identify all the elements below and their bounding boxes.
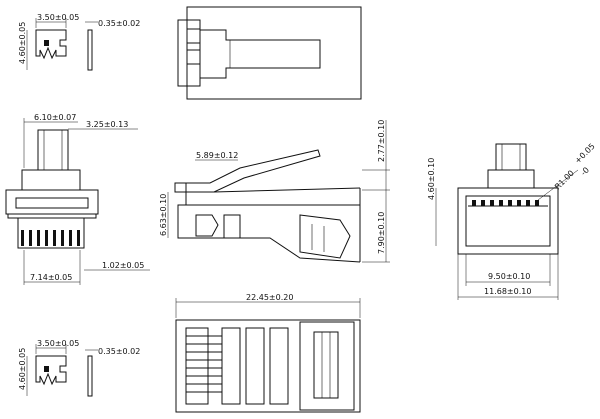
- dim-top-left-height: 4.60±0.05: [18, 22, 27, 64]
- contact-detail-bottom: 3.50±0.05 4.60±0.05 0.35±0.02: [18, 339, 140, 397]
- side-view: 5.89±0.12 6.63±0.10 2.77±0.10 7.90±0.10: [159, 120, 390, 263]
- dim-end-height: 4.60±0.10: [427, 158, 436, 200]
- dim-end-radius: R1.00: [553, 169, 576, 192]
- dim-end-outer-width: 11.68±0.10: [484, 287, 531, 296]
- dim-bottom-left-contact: 0.35±0.02: [98, 347, 140, 356]
- dim-side-latch: 5.89±0.12: [196, 151, 238, 160]
- bottom-view: 22.45±0.20: [175, 293, 361, 413]
- dim-top-left-width: 3.50±0.05: [37, 13, 79, 22]
- end-view: 4.60±0.10 R1.00 +0.05 -0 9.50±0.10 11.68…: [427, 142, 597, 300]
- dim-front-bottom-width: 7.14±0.05: [30, 273, 72, 282]
- dim-bottom-length: 22.45±0.20: [246, 293, 293, 302]
- dim-end-tol-plus: +0.05: [573, 142, 597, 166]
- dim-front-pin-pitch: 1.02±0.05: [102, 261, 144, 270]
- dim-bottom-left-width: 3.50±0.05: [37, 339, 79, 348]
- front-pins: [17, 217, 85, 249]
- dim-end-inner-width: 9.50±0.10: [488, 272, 530, 281]
- dim-front-top-width: 6.10±0.07: [34, 113, 76, 122]
- end-contacts: [472, 200, 539, 206]
- dim-front-tab-width: 3.25±0.13: [86, 120, 128, 129]
- dim-side-height: 6.63±0.10: [159, 194, 168, 236]
- dim-bottom-left-height: 4.60±0.05: [18, 348, 27, 390]
- top-view: [177, 6, 362, 100]
- dim-top-left-contact: 0.35±0.02: [98, 19, 140, 28]
- front-view: 6.10±0.07 3.25±0.13 7.14±0.05 1.02±0.05: [5, 113, 150, 285]
- dim-side-right-bottom: 7.90±0.10: [377, 212, 386, 254]
- contact-detail-top: 3.50±0.05 4.60±0.05 0.35±0.02: [18, 13, 140, 71]
- bottom-contacts: [186, 335, 222, 393]
- dim-end-tol-minus: -0: [579, 165, 591, 177]
- dim-side-right-top: 2.77±0.10: [377, 120, 386, 162]
